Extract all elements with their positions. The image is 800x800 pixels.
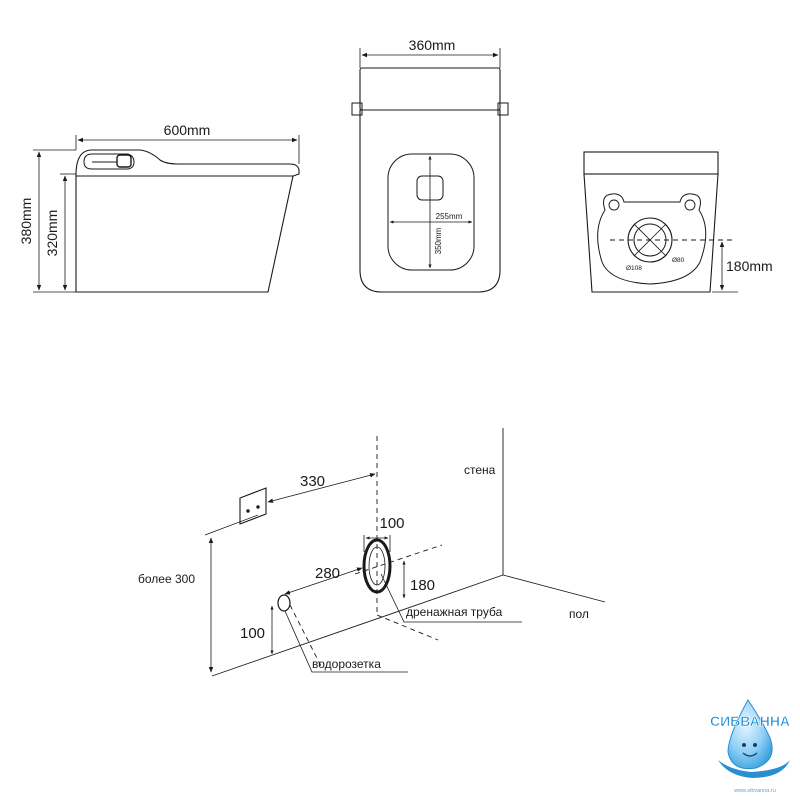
diameter-108-label: Ø108	[626, 265, 642, 272]
diameter-80-label: Ø80	[672, 257, 685, 264]
ext-line	[204, 514, 259, 536]
tank-outline	[359, 67, 501, 111]
dim-drain-180-label: 180	[410, 577, 435, 594]
socket-plate	[239, 487, 267, 525]
water-outlet-label: водорозетка	[312, 657, 381, 671]
drain-pipe-label: дренажная труба	[406, 605, 503, 619]
brand-logo: СИБВАННА www.sibvanna.ru	[710, 699, 790, 794]
brand-url: www.sibvanna.ru	[733, 788, 776, 794]
mascot-eye-icon	[742, 743, 746, 747]
floor-right-line	[502, 574, 606, 603]
dim-min-300-label: более 300	[138, 572, 195, 586]
back-body	[583, 173, 719, 293]
wall-label: стена	[464, 463, 496, 477]
dim-380-label: 380mm	[18, 198, 34, 245]
drain-horizontal-centerline	[354, 544, 443, 575]
dim-inlet-100-label: 100	[240, 625, 265, 642]
panel-button-icon	[116, 154, 132, 168]
water-outlet-centerline	[289, 604, 323, 669]
dim-600-label: 600mm	[164, 122, 211, 138]
back-cavity	[597, 193, 707, 285]
dim-320-label: 320mm	[44, 210, 60, 257]
dim-330-label: 330	[300, 473, 325, 490]
water-outlet-leader	[284, 610, 408, 673]
hinge-right	[497, 102, 509, 116]
control-panel	[83, 153, 135, 170]
back-ear-right	[684, 199, 696, 211]
dim-360-label: 360mm	[409, 37, 456, 53]
dim-255-label: 255mm	[436, 212, 463, 221]
water-outlet	[277, 594, 291, 612]
mascot-eye-icon	[753, 743, 757, 747]
top-view: 360mm 255mm 350mm	[351, 37, 509, 293]
seat-opening	[387, 153, 475, 271]
dim-180mm-label: 180mm	[726, 258, 773, 274]
back-view: Ø108 Ø80 180mm	[583, 151, 773, 293]
side-view: 600mm 380mm 320mm	[18, 122, 300, 293]
bathtub-icon	[718, 760, 790, 778]
side-view-outline	[75, 149, 300, 293]
dim-350-label: 350mm	[434, 227, 443, 254]
dim-330-line	[267, 473, 376, 503]
floor-centerline	[376, 614, 439, 641]
brand-text: СИБВАННА	[710, 713, 790, 729]
dim-280-line	[284, 567, 363, 595]
drain-pipe	[362, 538, 392, 594]
dim-pipe-100-label: 100	[379, 515, 404, 532]
mascot-smile-icon	[742, 752, 758, 757]
dim-280-label: 280	[315, 565, 340, 582]
socket-hole-icon	[246, 509, 250, 513]
drain-pipe-inner	[368, 546, 386, 586]
drain-pipe-leader	[380, 573, 522, 623]
water-drop-icon	[727, 699, 773, 770]
installation-view: стена пол 330 100 180 280 более 300	[138, 428, 606, 677]
back-ear-left	[608, 199, 620, 211]
back-top-block	[583, 151, 719, 175]
socket-hole-icon	[256, 505, 260, 509]
bowl-outline	[359, 109, 501, 293]
floor-label: пол	[569, 607, 589, 621]
floor-wall-line	[211, 574, 504, 677]
hinge-left	[351, 102, 363, 116]
